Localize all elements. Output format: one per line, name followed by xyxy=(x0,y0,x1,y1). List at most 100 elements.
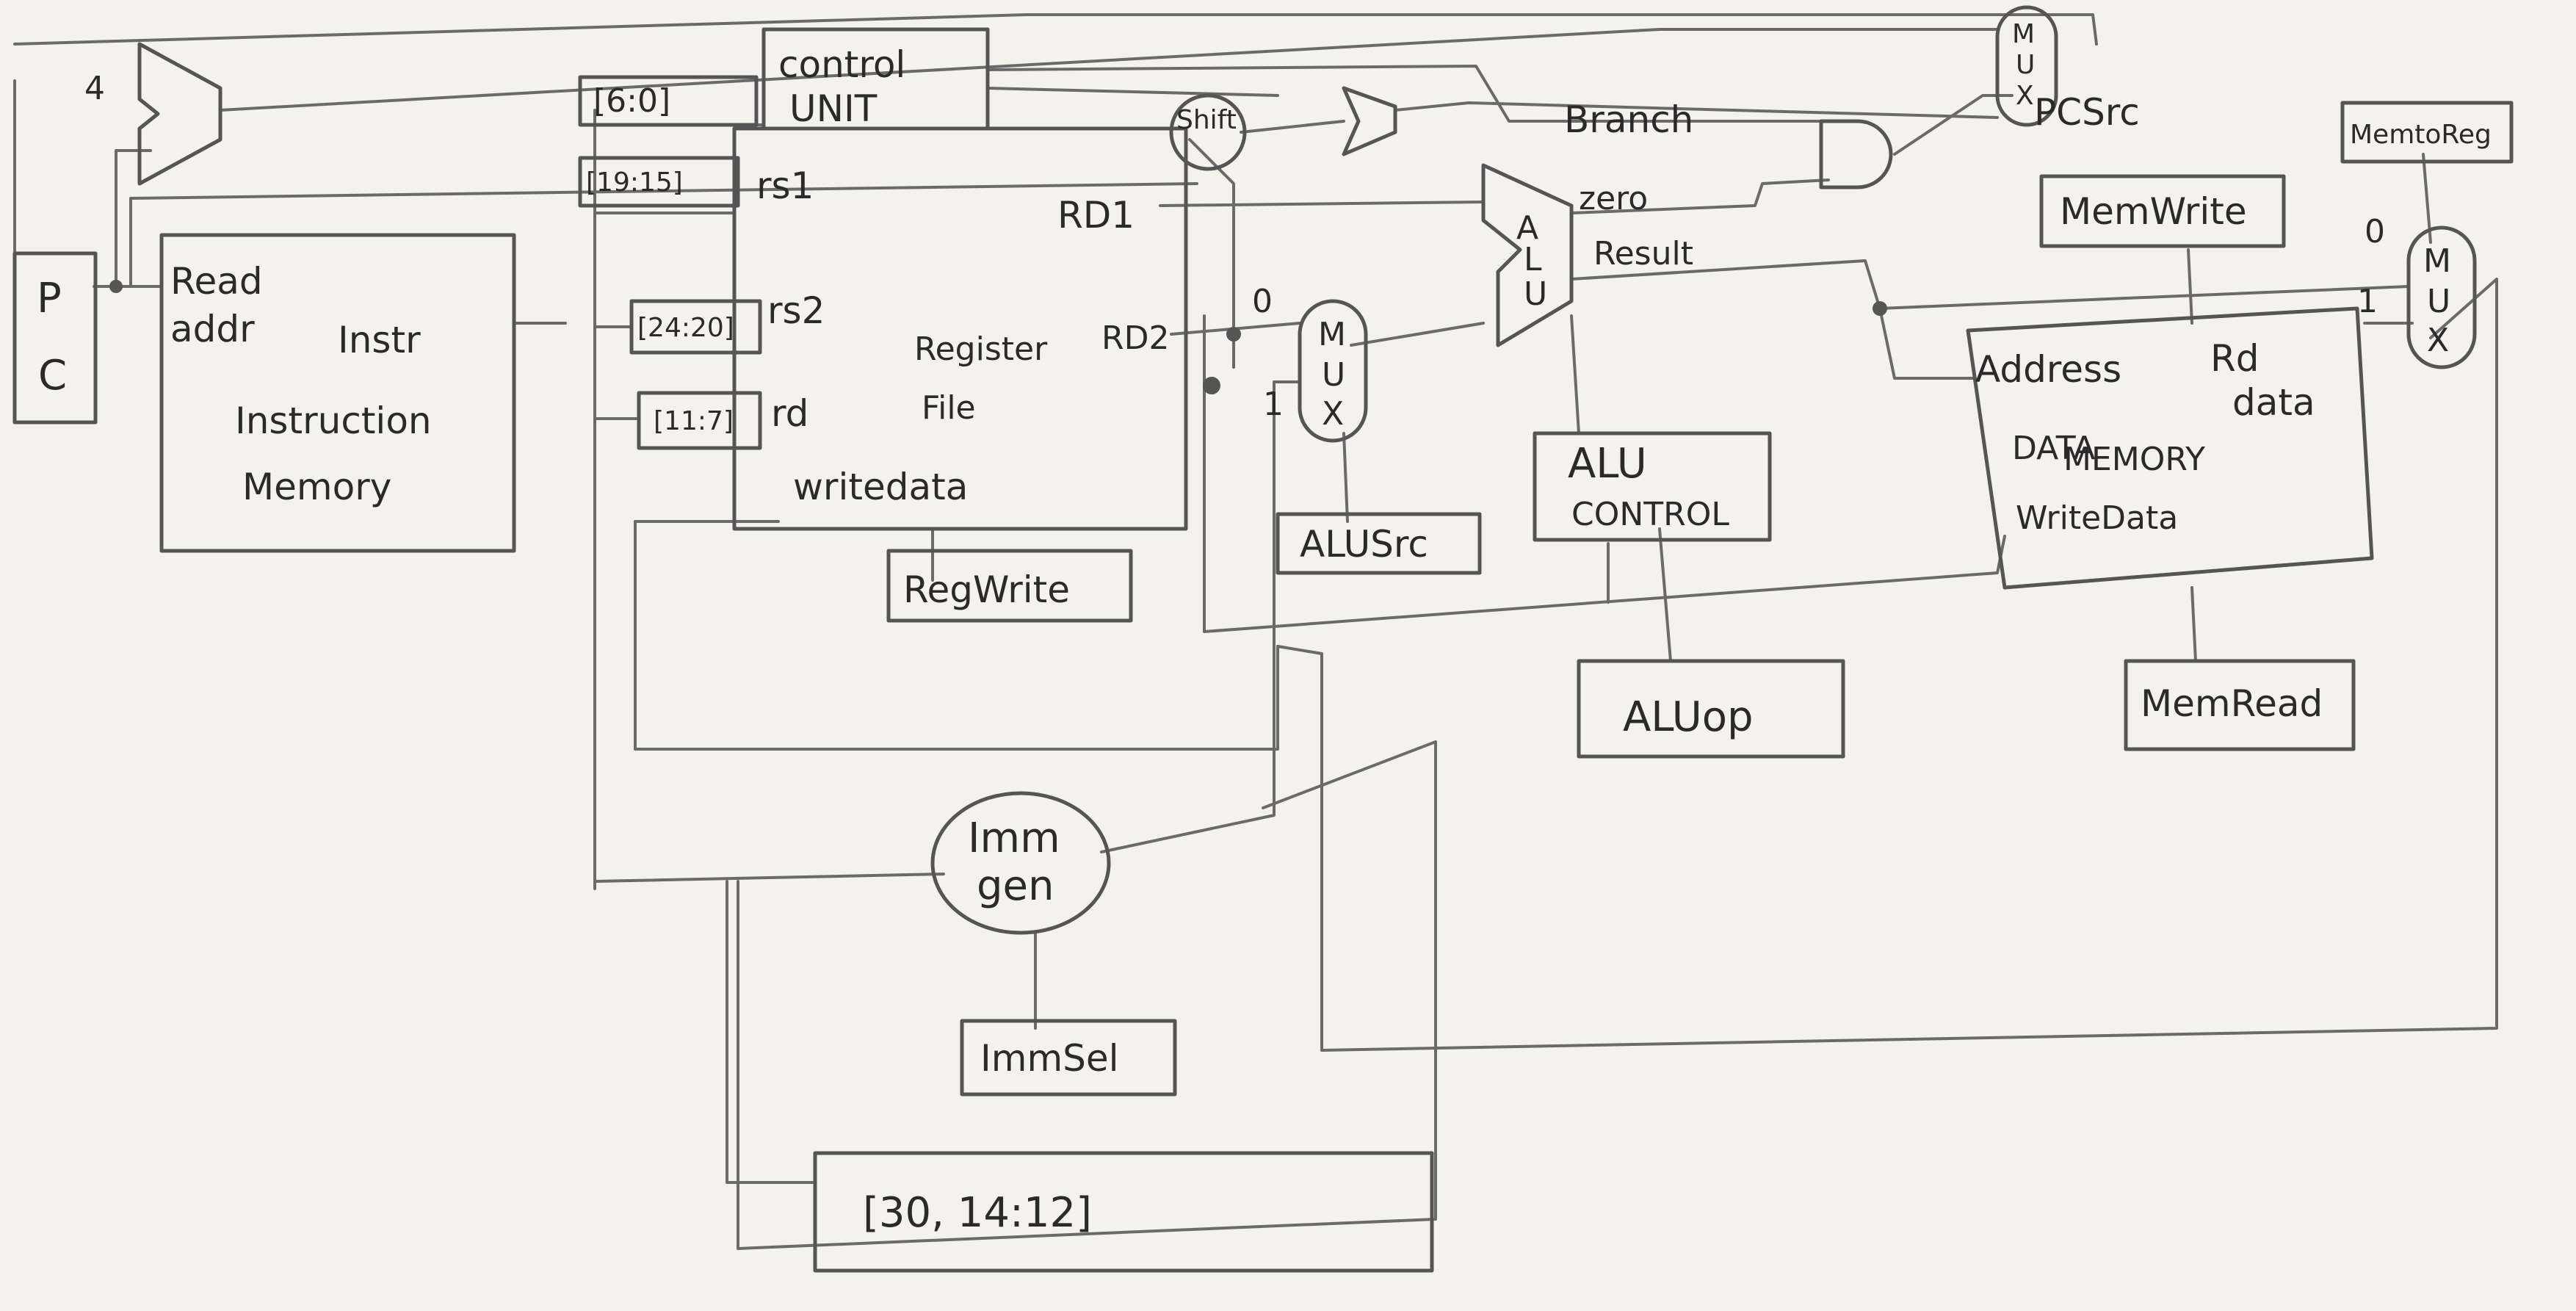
regfile-rs1: rs1 xyxy=(756,165,814,207)
wire-immgen-to-shift xyxy=(1188,138,1235,369)
wire-pc-to-adder xyxy=(115,149,152,288)
wire-writeback-loop xyxy=(634,278,2498,1052)
wire-result-to-wbmux xyxy=(1878,285,2410,310)
imem-instr-label: Instr xyxy=(338,319,421,361)
wire-mux-to-alu xyxy=(1350,322,1485,347)
immsel-control: ImmSel xyxy=(960,1019,1177,1097)
shift-label: Shift xyxy=(1176,105,1237,135)
pcsrc-mux: M U X PCSrc xyxy=(1995,5,2140,134)
alu-letter: L xyxy=(1524,241,1542,278)
junction-dot xyxy=(1873,301,1887,316)
writeback-mux: M U X 0 1 xyxy=(2357,213,2477,369)
dmem-address-label: Address xyxy=(1975,348,2121,391)
alu-mux-letter: M xyxy=(1318,316,1346,353)
alusrc-control: ALUSrc xyxy=(1276,512,1482,575)
regfile-title-2: File xyxy=(922,389,976,427)
wb-mux-in0: 0 xyxy=(2365,213,2385,250)
branch-label: Branch xyxy=(1564,98,1693,141)
wb-mux-letter: M xyxy=(2423,242,2451,280)
wire-control-fanout xyxy=(986,87,1279,97)
pcsrc-mux-letter: M xyxy=(2012,19,2035,49)
wire-shift-to-adder xyxy=(1240,120,1345,134)
regfile-rs2: rs2 xyxy=(767,289,825,332)
wire-pc4-to-mux xyxy=(219,28,1999,112)
wire-memwrite xyxy=(2187,248,2193,325)
regfile-rd: rd xyxy=(771,392,808,435)
alusrc-label: ALUSrc xyxy=(1300,523,1428,566)
field-rs1: [19:15] xyxy=(586,167,683,198)
alu-control-line1: ALU xyxy=(1568,440,1647,488)
alu-control-line2: CONTROL xyxy=(1571,496,1729,533)
field-rs2: [24:20] xyxy=(637,313,734,343)
wb-mux-letter: X xyxy=(2427,322,2449,359)
wire-top-loop xyxy=(13,13,2098,46)
wire-control-to-branch xyxy=(986,65,1823,123)
wires xyxy=(13,13,2498,1250)
memtoreg-label: MemtoReg xyxy=(2350,120,2492,150)
wire-memtoreg xyxy=(2422,153,2432,244)
pc-letter-p: P xyxy=(37,275,62,322)
regfile-write-data: writedata xyxy=(793,466,968,508)
alu-mux-letter: U xyxy=(1322,356,1345,394)
aluop-label: ALUop xyxy=(1623,693,1754,741)
memtoreg-control: MemtoReg xyxy=(2340,101,2514,164)
wire-to-funct xyxy=(726,880,817,1184)
immgen-line2: gen xyxy=(977,862,1054,910)
wire-rd1-to-alu xyxy=(1159,201,1485,207)
wire-to-immgen xyxy=(593,873,945,883)
imem-title-2: Memory xyxy=(242,466,391,508)
wire-alusrc xyxy=(1342,432,1349,523)
pc-letter-c: C xyxy=(38,352,67,400)
bit-field-labels: [6:0] [19:15] [24:20] [11:7] [30, 14:12] xyxy=(578,75,1434,1273)
wire-immgen-to-mux xyxy=(1100,380,1301,853)
instruction-memory: Read addr Instr Instruction Memory xyxy=(159,233,516,553)
wire-and-to-mux xyxy=(1893,94,2014,156)
alu-zero-label: zero xyxy=(1579,180,1648,217)
pcsrc-label: PCSrc xyxy=(2034,91,2140,134)
pcsrc-mux-letter: U xyxy=(2016,50,2035,80)
alu-mux-letter: X xyxy=(1322,395,1344,433)
wire-branch-target-to-mux xyxy=(1394,101,1999,119)
regwrite-label: RegWrite xyxy=(903,568,1070,611)
dmem-title-2: MEMORY xyxy=(2063,441,2205,478)
imem-addr-label: addr xyxy=(170,308,255,350)
regfile-rd1: RD1 xyxy=(1057,194,1135,236)
register-file: rs1 rs2 rd writedata RD1 RD2 Register Fi… xyxy=(732,126,1188,531)
alu-result-label: Result xyxy=(1593,235,1693,272)
control-unit-line1: control xyxy=(778,43,905,86)
dmem-writedata-label: WriteData xyxy=(2016,499,2178,537)
imem-title-1: Instruction xyxy=(235,400,432,442)
memwrite-control: MemWrite xyxy=(2039,174,2286,248)
wire-zero-to-and xyxy=(1570,178,1830,214)
memwrite-label: MemWrite xyxy=(2060,190,2247,233)
alu-mux-in0: 0 xyxy=(1252,283,1273,320)
immediate-generator: Imm gen xyxy=(930,791,1111,935)
junction-dot xyxy=(109,280,123,293)
wire-immgen-loop xyxy=(737,740,1437,1250)
control-unit-line2: UNIT xyxy=(789,87,878,130)
pc-adder: 4 xyxy=(84,42,222,186)
memread-control: MemRead xyxy=(2124,659,2356,751)
wire-pc-to-branch-adder xyxy=(129,182,1198,288)
regwrite-control: RegWrite xyxy=(886,549,1133,623)
program-counter: P C xyxy=(12,251,98,425)
wire-aluop xyxy=(1658,527,1672,662)
wire-alucontrol-to-alu xyxy=(1570,314,1580,435)
regfile-rd2: RD2 xyxy=(1101,319,1169,357)
alu-control-unit: ALU CONTROL xyxy=(1533,431,1772,542)
immgen-line1: Imm xyxy=(968,815,1060,862)
field-rd: [11:7] xyxy=(654,406,734,436)
data-memory: Address Rd data DATA MEMORY WriteData xyxy=(1966,306,2374,590)
wb-mux-in1: 1 xyxy=(2357,283,2378,320)
junction-dot xyxy=(1226,327,1241,342)
imem-read-label: Read xyxy=(170,260,263,303)
wb-mux-letter: U xyxy=(2427,283,2450,320)
alu-letter: A xyxy=(1516,209,1538,247)
regfile-title-1: Register xyxy=(914,331,1048,368)
control-unit: control UNIT xyxy=(761,27,990,131)
branch-logic: Branch xyxy=(1564,98,1893,189)
dmem-title-1: DATA xyxy=(2012,430,2095,467)
alu: A L U zero Result xyxy=(1481,163,1693,347)
pcsrc-mux-letter: X xyxy=(2016,81,2034,111)
